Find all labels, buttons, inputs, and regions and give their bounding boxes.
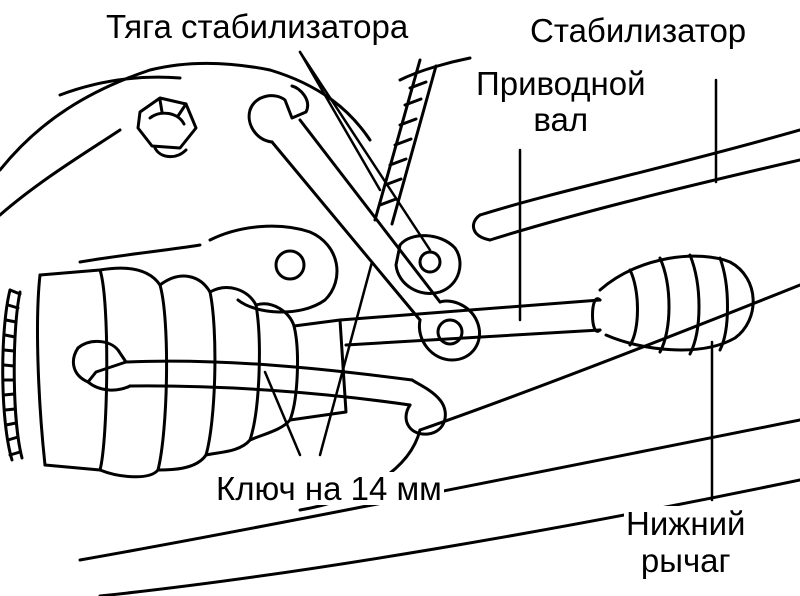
cv-boot: [36, 266, 348, 479]
label-lower-arm: Нижний рычаг: [624, 505, 748, 580]
label-wrench: Ключ на 14 мм: [214, 470, 444, 507]
label-drive-shaft-line2: вал: [533, 100, 589, 138]
knuckle-bracket: [78, 224, 339, 314]
leader-wrench-1: [263, 370, 302, 457]
label-stabilizer-link: Тяга стабилизатора: [104, 8, 411, 45]
leader-stabilizer-link: [298, 50, 432, 252]
leader-lines: [263, 50, 718, 502]
stabilizer-bar: [471, 128, 800, 242]
label-drive-shaft-line1: Приводной: [476, 65, 646, 102]
label-lower-arm-line2: рычаг: [640, 541, 731, 579]
stabilizer-link: [373, 58, 462, 295]
leader-wrench-2: [318, 260, 374, 457]
wrench-upper: [247, 84, 481, 362]
abs-ring: [1, 288, 24, 462]
label-lower-arm-line1: Нижний: [626, 505, 746, 542]
label-drive-shaft: Приводной вал: [474, 65, 648, 138]
inner-cv-boot: [598, 253, 755, 356]
body-nut: [136, 96, 198, 158]
leader-stabilizer-link-2: [298, 50, 382, 192]
drive-shaft: [338, 297, 602, 347]
label-stabilizer: Стабилизатор: [528, 12, 749, 49]
